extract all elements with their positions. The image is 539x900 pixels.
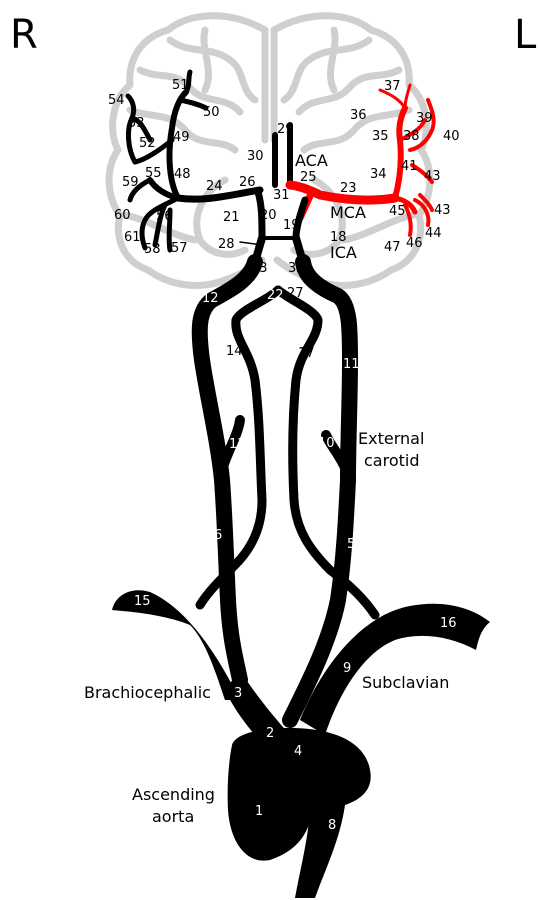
segment-number-9: 9 (343, 661, 351, 676)
left-vertebral-vessel (278, 290, 375, 615)
right-side-marker: R (10, 12, 38, 58)
brachiocephalic-vessel (225, 670, 290, 735)
segment-number-3: 3 (234, 686, 242, 701)
segment-number-20: 20 (260, 208, 277, 223)
segment-number-4: 4 (294, 744, 302, 759)
segment-number-59: 59 (122, 175, 139, 190)
segment-number-60: 60 (114, 208, 131, 223)
segment-number-1: 1 (255, 804, 263, 819)
segment-number-47: 47 (384, 240, 401, 255)
segment-number-30: 30 (247, 149, 264, 164)
right-carotid-vessel (200, 262, 255, 680)
aca-label: ACA (295, 151, 328, 170)
segment-number-5: 5 (347, 537, 355, 552)
segment-number-53: 53 (128, 116, 145, 131)
segment-number-14: 14 (226, 344, 243, 359)
segment-number-54: 54 (108, 93, 125, 108)
ascending-aorta-label-line2: aorta (152, 807, 194, 826)
segment-number-44: 44 (425, 226, 442, 241)
segment-number-34: 34 (370, 167, 387, 182)
segment-number-39: 39 (416, 111, 433, 126)
segment-number-35: 35 (372, 129, 389, 144)
segment-number-27: 27 (287, 286, 304, 301)
segment-number-28: 28 (218, 237, 235, 252)
segment-number-17: 17 (298, 346, 315, 361)
segment-number-19: 19 (283, 218, 300, 233)
segment-number-41: 41 (401, 159, 418, 174)
segment-number-7: 7 (193, 610, 201, 625)
segment-number-43b: 43 (434, 203, 451, 218)
segment-number-26: 26 (239, 175, 256, 190)
segment-number-25: 25 (300, 170, 317, 185)
external-carotid-label-line2: carotid (364, 451, 420, 470)
segment-number-12: 12 (202, 291, 219, 306)
segment-number-51: 51 (172, 78, 189, 93)
segment-number-49: 49 (173, 130, 190, 145)
segment-number-38: 38 (403, 129, 420, 144)
segment-number-55: 55 (145, 166, 162, 181)
segment-number-16: 16 (440, 616, 457, 631)
segment-number-56: 56 (156, 209, 173, 224)
segment-number-6: 6 (214, 528, 222, 543)
segment-number-23: 23 (340, 181, 357, 196)
subclavian-label: Subclavian (362, 673, 449, 692)
ascending-aorta-label-line1: Ascending (132, 785, 215, 804)
segment-number-21: 21 (223, 210, 240, 225)
segment-number-18: 18 (330, 230, 347, 245)
segment-number-33: 33 (251, 261, 268, 276)
left-side-marker: L (514, 12, 537, 58)
segment-number-29: 29 (277, 122, 294, 137)
segment-number-11: 11 (343, 357, 360, 372)
segment-number-10: 10 (318, 436, 335, 451)
external-carotid-label-line1: External (358, 429, 424, 448)
segment-number-22: 22 (267, 288, 284, 303)
segment-number-43a: 43 (424, 169, 441, 184)
mca-label: MCA (330, 203, 366, 222)
segment-number-50: 50 (203, 105, 220, 120)
segment-number-8: 8 (328, 818, 336, 833)
segment-number-37: 37 (384, 79, 401, 94)
segment-number-45: 45 (389, 204, 406, 219)
segment-number-32: 32 (288, 261, 305, 276)
segment-number-46: 46 (406, 236, 423, 251)
segment-number-48: 48 (174, 167, 191, 182)
ica-label: ICA (330, 243, 357, 262)
segment-number-52: 52 (139, 136, 156, 151)
segment-number-36: 36 (350, 108, 367, 123)
segment-number-31: 31 (273, 188, 290, 203)
brachiocephalic-label: Brachiocephalic (84, 683, 211, 702)
segment-number-2: 2 (266, 726, 274, 741)
segment-number-57: 57 (171, 241, 188, 256)
segment-number-61: 61 (124, 230, 141, 245)
segment-number-24: 24 (206, 179, 223, 194)
segment-number-13: 13 (229, 437, 246, 452)
segment-number-58: 58 (144, 242, 161, 257)
segment-number-15: 15 (134, 594, 151, 609)
segment-number-40: 40 (443, 129, 460, 144)
